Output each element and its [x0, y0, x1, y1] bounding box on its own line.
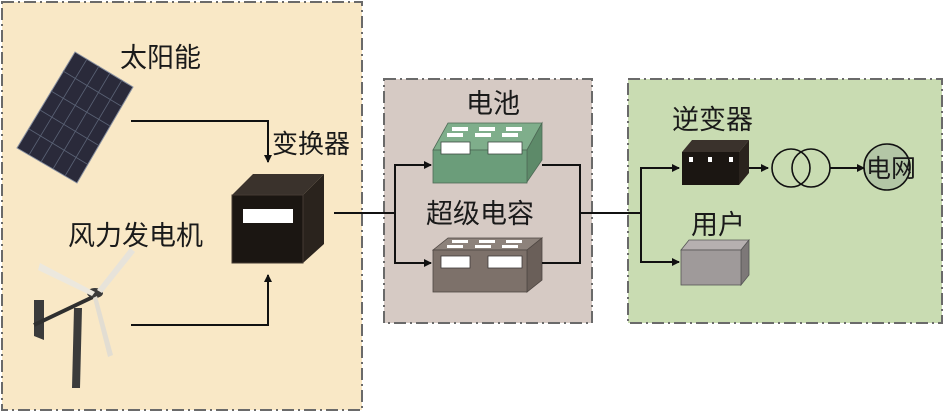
load-panel: [627, 78, 943, 324]
converter-box-icon: [231, 174, 324, 264]
converter-label: 变换器: [272, 130, 350, 160]
wind-to-converter-line: [131, 274, 272, 326]
user-load-box-icon: [680, 238, 750, 287]
inverter-label: 逆变器: [672, 105, 753, 136]
solar-label: 太阳能: [120, 43, 201, 74]
grid-circle-icon: [863, 143, 911, 191]
storage-split-line-top: [394, 161, 432, 213]
user-label: 用户: [691, 210, 745, 241]
load-split-line-top: [640, 164, 680, 213]
load-split-line-bottom: [640, 213, 680, 266]
grid-label: 电网: [866, 154, 916, 183]
supercap-label: 超级电容: [426, 199, 534, 230]
inverter-box-icon: [682, 140, 749, 185]
wind-turbine-icon: [33, 248, 135, 388]
battery-box-icon: [432, 121, 543, 184]
battery-label: 电池: [466, 89, 520, 120]
storage-split-line-bottom: [394, 213, 432, 267]
wind-label: 风力发电机: [68, 221, 203, 252]
solar-panel-icon: [16, 51, 134, 184]
solar-to-converter-line: [131, 120, 272, 163]
supercapacitor-box-icon: [431, 237, 544, 293]
